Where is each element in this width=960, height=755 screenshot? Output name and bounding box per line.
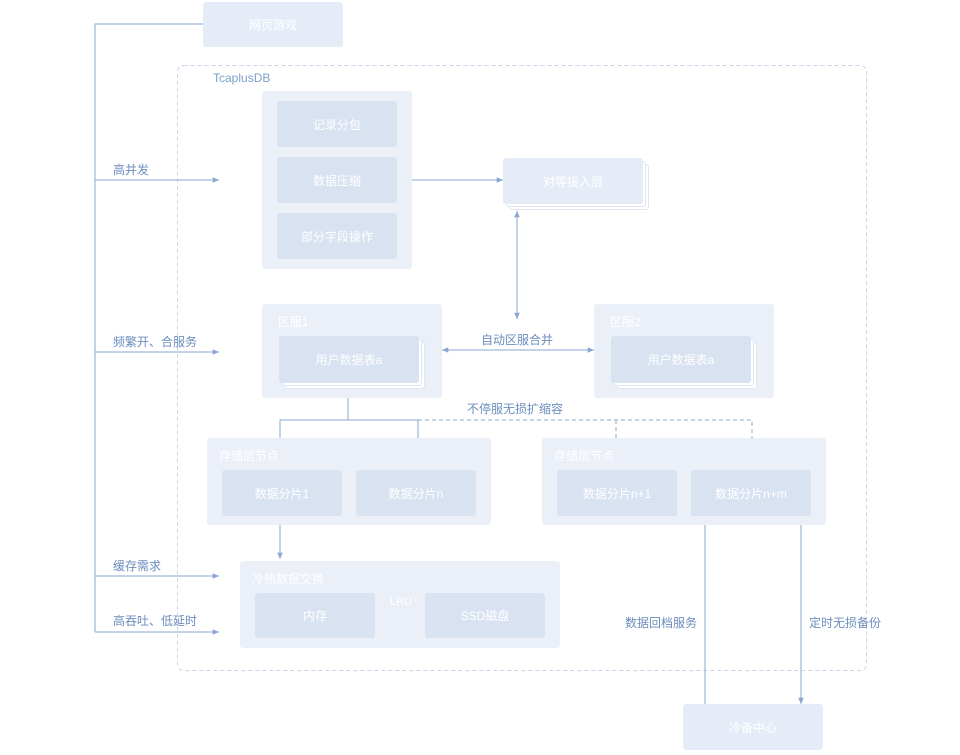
shard-1-label: 数据分片1 <box>254 486 310 501</box>
zone2-title: 区服2 <box>610 315 641 329</box>
access-layer-label: 对等接入层 <box>542 174 603 189</box>
coldbackup-box: 冷备中心 <box>683 704 823 750</box>
lru-label: LRU <box>390 596 413 608</box>
zone2-table-box: 用户数据表a <box>611 336 751 383</box>
shard-n-box: 数据分片n <box>356 470 476 516</box>
webgame-box: 网页游戏 <box>203 2 343 47</box>
shard-1-box: 数据分片1 <box>222 470 342 516</box>
coldbackup-label: 冷备中心 <box>728 720 777 735</box>
memory-box: 内存 <box>255 593 375 638</box>
shard-nm-label: 数据分片n+m <box>715 486 787 501</box>
ssd-box: SSD磁盘 <box>425 593 545 638</box>
partial-field-label: 部分字段操作 <box>300 229 373 244</box>
zone1-table-box: 用户数据表a <box>279 336 419 383</box>
data-compress-label: 数据压缩 <box>312 173 361 188</box>
webgame-label: 网页游戏 <box>248 18 297 32</box>
zone2-table-label: 用户数据表a <box>647 353 715 367</box>
label-frequent-servers: 频繁开、合服务 <box>113 335 198 349</box>
memory-label: 内存 <box>302 609 327 623</box>
label-cache-demand: 缓存需求 <box>113 559 162 573</box>
label-scaling: 不停服无损扩缩容 <box>467 402 564 416</box>
label-scheduled-backup: 定时无损备份 <box>809 616 882 630</box>
label-auto-merge: 自动区服合并 <box>481 333 554 347</box>
tcaplusdb-title: TcaplusDB <box>213 71 271 85</box>
storage-right-title: 存储层节点 <box>554 449 615 463</box>
shard-nm-box: 数据分片n+m <box>691 470 811 516</box>
hotcold-title: 冷热数据交换 <box>252 572 325 586</box>
label-restore: 数据回档服务 <box>625 616 698 630</box>
zone1-table-label: 用户数据表a <box>315 353 383 367</box>
shard-n-label: 数据分片n <box>388 486 444 501</box>
label-high-concurrency: 高并发 <box>113 163 150 177</box>
shard-n1-label: 数据分片n+1 <box>582 486 652 501</box>
tcaplusdb-container <box>177 65 867 671</box>
zone1-title: 区服1 <box>278 315 309 329</box>
record-packet-box: 记录分包 <box>277 101 397 147</box>
storage-left-title: 存储层节点 <box>219 449 280 463</box>
access-layer-box: 对等接入层 <box>503 158 643 204</box>
data-compress-box: 数据压缩 <box>277 157 397 203</box>
shard-n1-box: 数据分片n+1 <box>557 470 677 516</box>
record-packet-label: 记录分包 <box>312 117 361 132</box>
partial-field-box: 部分字段操作 <box>277 213 397 259</box>
trunk-line <box>94 23 203 632</box>
ssd-label: SSD磁盘 <box>460 609 510 623</box>
label-high-throughput: 高吞吐、低延时 <box>113 614 198 628</box>
